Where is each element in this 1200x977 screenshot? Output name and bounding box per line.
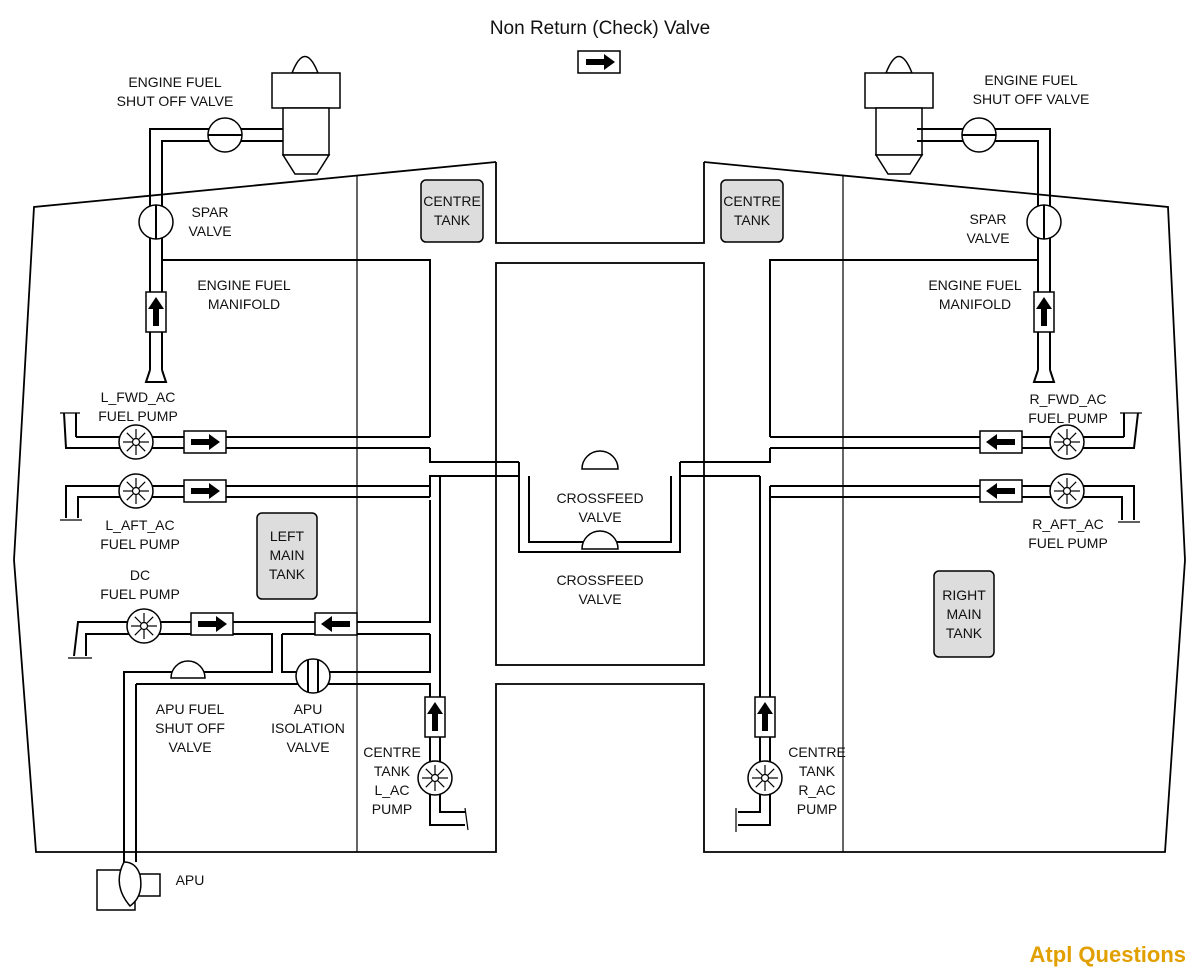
- right-engine: [864, 55, 934, 175]
- r-fwd-pump-icon[interactable]: [1049, 424, 1085, 460]
- centre-tank-l-pump-icon[interactable]: [417, 760, 453, 796]
- apu-icon: [96, 861, 161, 911]
- r-aft-pump-icon[interactable]: [1049, 473, 1085, 509]
- wing-outline: [13, 161, 1186, 853]
- l-fwd-pump-icon[interactable]: [118, 424, 154, 460]
- legend-title: Non Return (Check) Valve: [490, 18, 710, 39]
- centre-tank-r-pump-icon[interactable]: [747, 760, 783, 796]
- apu-line-check-valve-icon: [314, 612, 358, 636]
- brand-logo: Atpl Questions: [1030, 942, 1186, 967]
- dc-pump-icon[interactable]: [126, 608, 162, 644]
- l-fwd-check-valve-icon: [183, 430, 227, 454]
- legend-check-valve-icon: [577, 50, 621, 74]
- apu-label: APU: [176, 872, 205, 888]
- apu-fuel-shutoff-valve[interactable]: [170, 660, 206, 679]
- dc-pump-check-valve-icon: [190, 612, 234, 636]
- right-manifold-check-valve-icon: [1033, 291, 1055, 333]
- left-centre-tank-box: [420, 179, 484, 243]
- centre-l-check-valve-icon: [424, 696, 446, 738]
- right-centre-tank-box: [720, 179, 784, 243]
- left-engine-shutoff-valve[interactable]: [207, 117, 243, 153]
- left-spar-valve[interactable]: [138, 204, 174, 240]
- r-fwd-check-valve-icon: [979, 430, 1023, 454]
- right-feed-pipes: [680, 128, 1142, 832]
- apu-isolation-valve[interactable]: [295, 658, 331, 694]
- crossfeed-valve-lower[interactable]: [581, 530, 619, 550]
- crossfeed-valve-upper[interactable]: [581, 450, 619, 470]
- r-aft-check-valve-icon: [979, 479, 1023, 503]
- right-main-tank-box: [933, 570, 995, 658]
- right-engine-shutoff-valve[interactable]: [961, 117, 997, 153]
- left-main-tank-box: [256, 512, 318, 600]
- l-aft-pump-icon[interactable]: [118, 473, 154, 509]
- right-spar-valve[interactable]: [1026, 204, 1062, 240]
- left-engine: [271, 55, 341, 175]
- l-aft-check-valve-icon: [183, 479, 227, 503]
- left-manifold-check-valve-icon: [145, 291, 167, 333]
- centre-r-check-valve-icon: [754, 696, 776, 738]
